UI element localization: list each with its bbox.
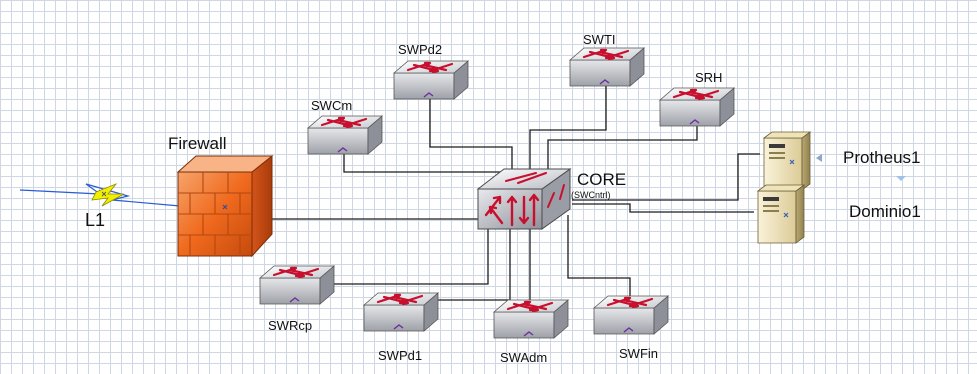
link-label: L1 [85, 210, 105, 231]
core-sublabel: (SWCntrl) [571, 190, 611, 200]
core-label: CORE [577, 170, 626, 190]
swrcp-switch-icon[interactable] [260, 266, 334, 304]
swfin-label: SWFin [619, 346, 658, 361]
swadm-label: SWAdm [500, 350, 547, 365]
dropdown-marker-icon [896, 176, 906, 181]
link-dominio-core [572, 204, 754, 212]
link-swpd1-core [435, 225, 510, 300]
swcm-label: SWCm [311, 98, 352, 113]
firewall-label: Firewall [168, 134, 227, 154]
dominio-server-icon[interactable] [758, 185, 804, 243]
swcm-switch-icon[interactable] [308, 116, 382, 154]
core-switch-icon[interactable] [478, 169, 570, 229]
swpd2-switch-icon[interactable] [394, 61, 468, 99]
protheus-server-icon[interactable] [764, 132, 822, 190]
lightning-link-icon[interactable] [20, 184, 180, 206]
dominio-label: Dominio1 [849, 202, 921, 222]
srh-switch-icon[interactable] [660, 88, 734, 126]
swfin-switch-icon[interactable] [594, 296, 668, 334]
link-swrcp-core [332, 222, 488, 284]
swti-switch-icon[interactable] [570, 48, 644, 86]
link-swti-core [530, 84, 606, 170]
link-swfin-core [568, 215, 630, 296]
swpd1-switch-icon[interactable] [364, 293, 438, 331]
swti-label: SWTI [583, 32, 616, 47]
protheus-label: Protheus1 [843, 148, 921, 168]
link-swpd2-core [430, 98, 512, 172]
swpd2-label: SWPd2 [398, 42, 442, 57]
firewall-icon[interactable] [178, 156, 272, 256]
swadm-switch-icon[interactable] [494, 300, 568, 338]
swrcp-label: SWRcp [268, 318, 312, 333]
link-swcm-core [344, 152, 500, 190]
swpd1-label: SWPd1 [378, 348, 422, 363]
srh-label: SRH [695, 70, 722, 85]
